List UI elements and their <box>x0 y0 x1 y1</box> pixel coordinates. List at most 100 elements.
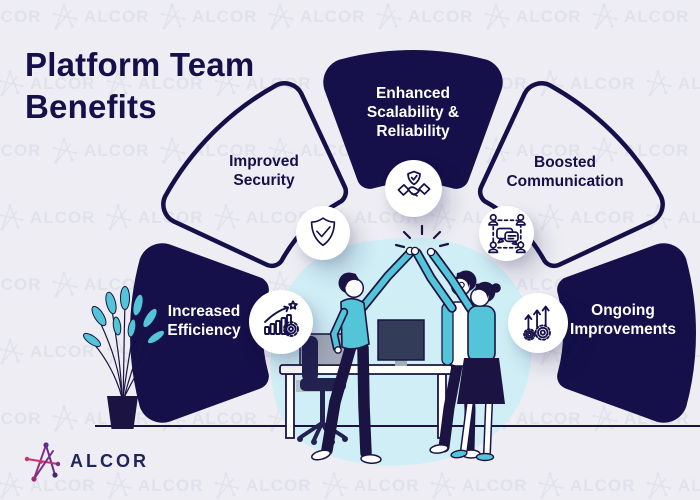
watermark-constellation-icon <box>592 137 618 164</box>
watermark-unit: ALCOR <box>0 471 95 500</box>
watermark-text: ALCOR <box>570 476 636 495</box>
person-right <box>426 247 505 462</box>
watermark-text: ALCOR <box>624 7 690 26</box>
watermark-text: ALCOR <box>30 208 96 227</box>
watermark-constellation-icon <box>646 472 672 499</box>
improved-security-badge <box>296 206 350 260</box>
watermark-text: ALCOR <box>30 74 96 93</box>
watermark-unit: ALCOR <box>322 471 419 500</box>
watermark-text: ALCOR <box>570 208 636 227</box>
watermark-constellation-icon <box>52 3 78 30</box>
watermark-unit: ALCOR <box>106 69 203 99</box>
watermark-unit: ALCOR <box>646 203 700 233</box>
watermark-constellation-icon <box>106 204 132 231</box>
watermark-text: ALCOR <box>246 476 312 495</box>
watermark-text: ALCOR <box>678 74 700 93</box>
watermark-text: ALCOR <box>354 476 420 495</box>
watermark-unit: ALCOR <box>160 2 257 32</box>
watermark-text: ALCOR <box>0 141 42 160</box>
watermark-constellation-icon <box>268 3 294 30</box>
watermark-constellation-icon <box>430 204 456 231</box>
watermark-unit: ALCOR <box>52 136 149 166</box>
watermark-unit: ALCOR <box>0 404 41 434</box>
watermark-text: ALCOR <box>138 476 204 495</box>
watermark-text: ALCOR <box>570 74 636 93</box>
watermark-constellation-icon <box>106 472 132 499</box>
boosted-communication-badge <box>479 206 534 261</box>
alcor-logo: ALCOR <box>22 437 149 485</box>
shield-check-icon <box>310 217 336 247</box>
watermark-unit: ALCOR <box>0 69 95 99</box>
watermark-unit: ALCOR <box>214 203 311 233</box>
watermark-constellation-icon <box>0 338 24 365</box>
watermark-unit: ALCOR <box>538 471 635 500</box>
watermark-text: ALCOR <box>30 342 96 361</box>
potted-plant <box>82 286 166 429</box>
watermark-text: ALCOR <box>0 7 42 26</box>
watermark-unit: ALCOR <box>160 404 257 434</box>
watermark-unit: ALCOR <box>646 69 700 99</box>
watermark-unit: ALCOR <box>538 203 635 233</box>
watermark-constellation-icon <box>646 70 672 97</box>
watermark-text: ALCOR <box>192 7 258 26</box>
watermark-unit: ALCOR <box>484 2 581 32</box>
watermark-unit: ALCOR <box>268 2 365 32</box>
watermark-unit: ALCOR <box>106 471 203 500</box>
watermark-text: ALCOR <box>516 141 582 160</box>
watermark-constellation-icon <box>214 70 240 97</box>
watermark-unit: ALCOR <box>0 270 41 300</box>
watermark-text: ALCOR <box>84 141 150 160</box>
watermark-constellation-icon <box>52 137 78 164</box>
wedge-enhanced-scalability <box>323 49 503 189</box>
increased-efficiency-badge <box>249 290 313 354</box>
watermark-constellation-icon <box>322 472 348 499</box>
watermark-unit: ALCOR <box>592 2 689 32</box>
wedge-increased-efficiency <box>129 243 269 423</box>
watermark-constellation-icon <box>592 3 618 30</box>
watermark-unit: ALCOR <box>52 270 149 300</box>
watermark-text: ALCOR <box>246 208 312 227</box>
wedge-ongoing-improvements <box>557 243 697 423</box>
watermark-text: ALCOR <box>30 476 96 495</box>
watermark-unit: ALCOR <box>0 136 41 166</box>
watermark-text: ALCOR <box>192 409 258 428</box>
watermark-text: ALCOR <box>624 141 690 160</box>
arrows-gears-icon <box>523 305 551 341</box>
watermark-text: ALCOR <box>300 7 366 26</box>
watermark-constellation-icon <box>268 137 294 164</box>
sparkle-burst <box>394 224 450 249</box>
person-left <box>311 246 415 464</box>
watermark-unit: ALCOR <box>430 471 527 500</box>
watermark-text: ALCOR <box>516 7 582 26</box>
watermark-constellation-icon <box>0 204 24 231</box>
watermark-constellation-icon <box>52 271 78 298</box>
alcor-constellation-icon <box>24 442 61 482</box>
watermark-constellation-icon <box>376 3 402 30</box>
watermark-text: ALCOR <box>0 275 42 294</box>
watermark-unit: ALCOR <box>0 337 95 367</box>
watermark-constellation-icon <box>106 70 132 97</box>
watermark-text: ALCOR <box>678 476 700 495</box>
watermark-unit: ALCOR <box>0 203 95 233</box>
watermark-text: ALCOR <box>138 74 204 93</box>
watermark-text: ALCOR <box>408 7 474 26</box>
watermark-constellation-icon <box>538 204 564 231</box>
team-communication-icon <box>487 213 526 253</box>
watermark-text: ALCOR <box>84 7 150 26</box>
watermark-constellation-icon <box>538 472 564 499</box>
watermark-unit: ALCOR <box>592 136 689 166</box>
wedge-boosted-communication <box>477 81 665 269</box>
shield-handshake-icon <box>397 170 430 197</box>
watermark-constellation-icon <box>214 472 240 499</box>
watermark-text: ALCOR <box>84 275 150 294</box>
watermark-text: ALCOR <box>516 409 582 428</box>
watermark-unit: ALCOR <box>160 136 257 166</box>
watermark-unit: ALCOR <box>376 2 473 32</box>
enhanced-scalability-badge <box>385 160 442 217</box>
watermark-constellation-icon <box>484 3 510 30</box>
